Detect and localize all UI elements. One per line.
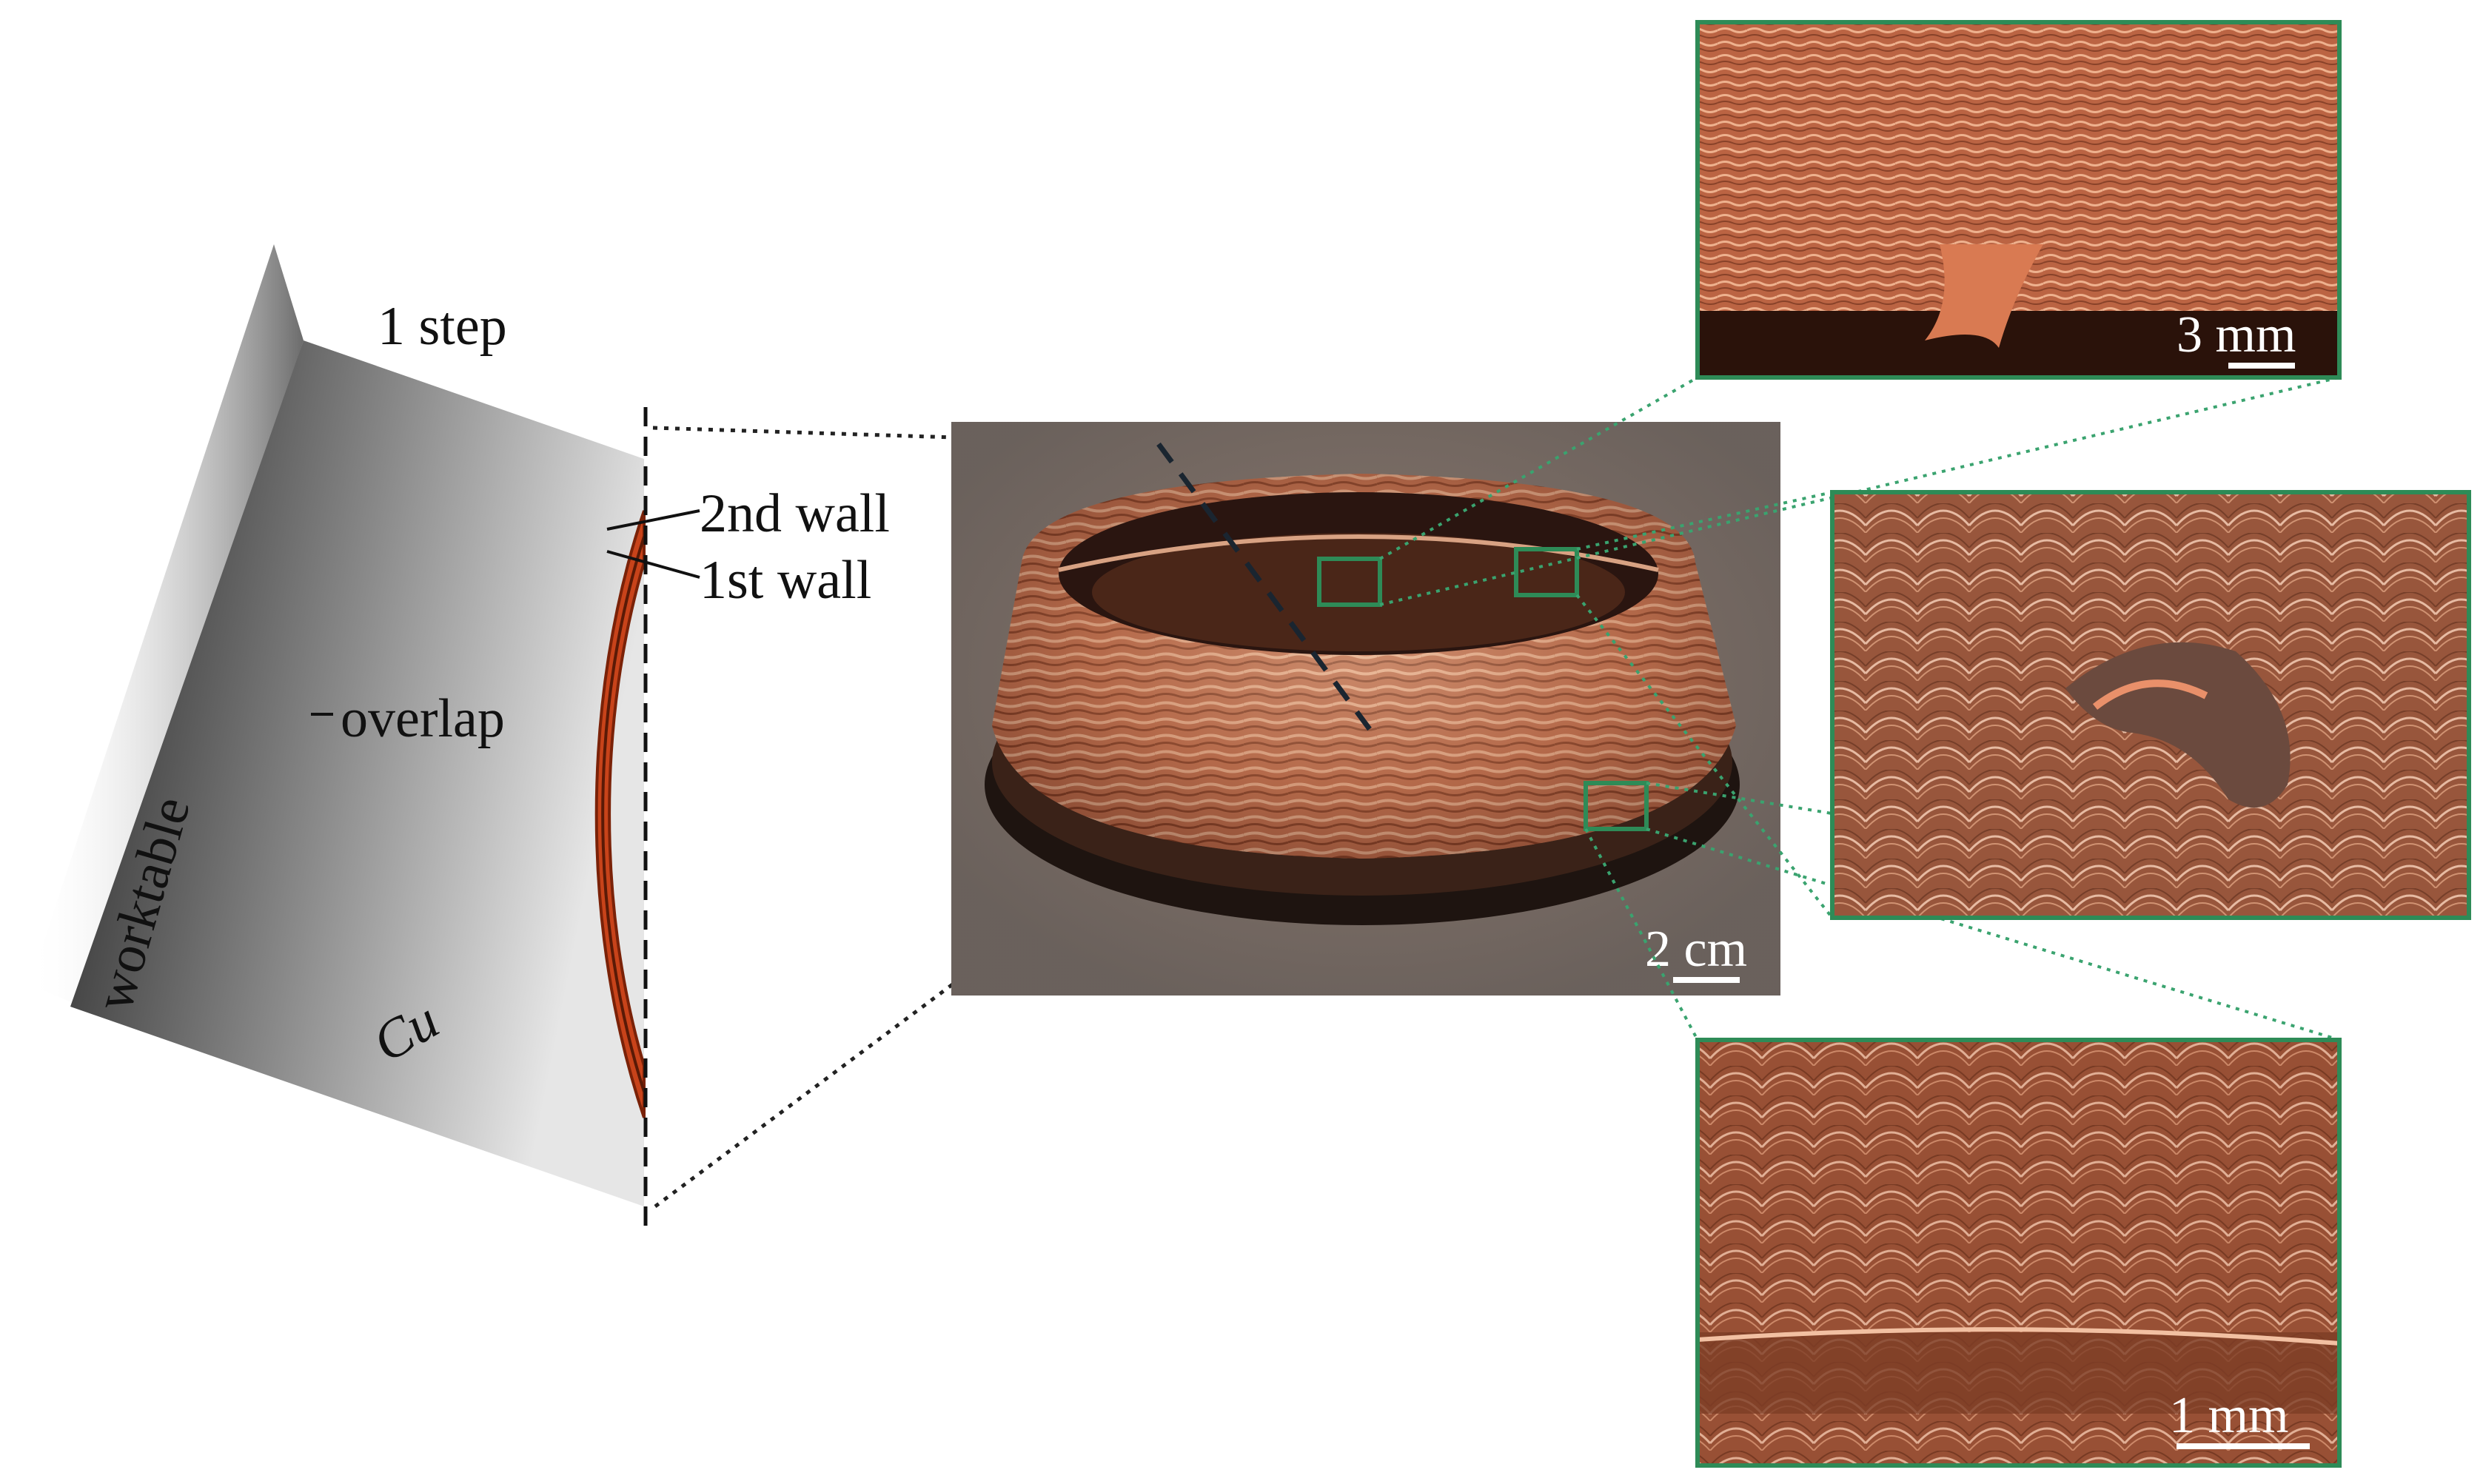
scale-bar-main <box>1673 977 1740 983</box>
wall2-label: 2nd wall <box>700 483 890 544</box>
wall1-pointer <box>606 550 700 579</box>
worktable-edge <box>30 244 304 1007</box>
ring-overlap-line <box>601 536 646 1092</box>
wire-bend-feature <box>2065 642 2291 808</box>
section-line <box>1156 442 1372 731</box>
detail-frame-bottom <box>1695 1038 2342 1468</box>
detail-photo-top: 3 mm <box>1695 20 2342 380</box>
scale-bar-bottom <box>2177 1443 2310 1449</box>
copper-ring <box>594 510 646 1118</box>
scale-bar-top <box>2228 363 2295 369</box>
scale-label-bottom: 1 mm <box>2169 1387 2288 1444</box>
detail-frame-1 <box>1317 557 1382 607</box>
detail-photo-bottom: 1 mm <box>1695 1038 2342 1468</box>
spatter-feature <box>1925 244 2043 348</box>
scale-label-top: 3 mm <box>2177 306 2296 363</box>
detail-frame-top <box>1695 20 2342 380</box>
detail-photo-middle <box>1830 490 2471 920</box>
overlap-label: overlap <box>341 688 505 749</box>
detail-frame-2 <box>1514 547 1579 597</box>
detail-frame-middle <box>1830 490 2471 920</box>
detail-frame-3 <box>1584 781 1649 831</box>
zoom-line-bottom <box>654 975 964 1209</box>
step-label: 1 step <box>378 296 507 357</box>
scale-label-main: 2 cm <box>1645 921 1747 978</box>
schematic-group: 1 step 2nd wall 1st wall overlap Cu work… <box>30 244 890 1229</box>
main-photo: 2 cm <box>951 422 1780 996</box>
wall1-label: 1st wall <box>700 550 871 611</box>
wall2-pointer <box>606 509 700 531</box>
deposition-plate <box>70 340 644 1206</box>
